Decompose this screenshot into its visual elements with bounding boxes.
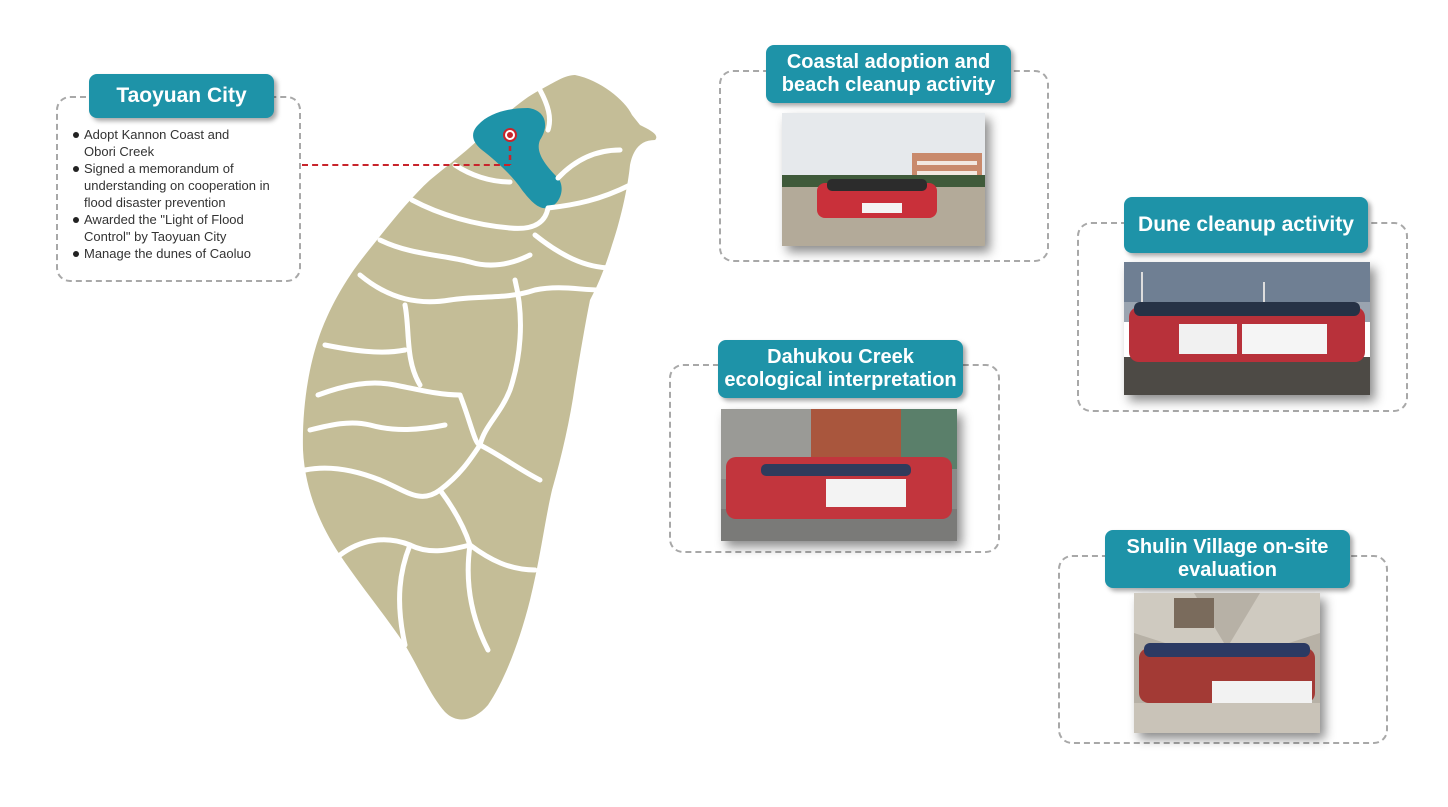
shulin-village-photo [1134, 593, 1320, 733]
taiwan-map [302, 75, 657, 720]
dahukou-creek-title: Dahukou Creek ecological interpretation [718, 340, 963, 398]
taiwan-island [302, 75, 657, 720]
title-line: Coastal adoption and [786, 51, 991, 73]
title-line: Dahukou Creek [767, 346, 914, 368]
connector-horizontal [302, 164, 510, 166]
coastal-cleanup-title: Coastal adoption and beach cleanup activ… [766, 45, 1011, 103]
title-line: evaluation [1178, 559, 1277, 581]
shulin-village-title: Shulin Village on-site evaluation [1105, 530, 1350, 588]
dune-cleanup-photo [1124, 262, 1370, 395]
coastal-cleanup-photo [782, 113, 985, 246]
taoyuan-city-title: Taoyuan City [89, 74, 274, 118]
title-line: ecological interpretation [724, 369, 957, 391]
title-line: Dune cleanup activity [1138, 213, 1354, 236]
taoyuan-region [473, 108, 562, 209]
list-item: Awarded the "Light of Flood Control" by … [72, 211, 274, 245]
taoyuan-activity-list: Adopt Kannon Coast and Obori Creek Signe… [72, 126, 294, 262]
title-line: Shulin Village on-site [1126, 536, 1329, 558]
location-pin-icon [503, 128, 517, 142]
title-line: beach cleanup activity [781, 74, 996, 96]
list-item: Manage the dunes of Caoluo [72, 245, 294, 262]
list-item: Signed a memorandum of understanding on … [72, 160, 284, 211]
taoyuan-city-card [56, 96, 301, 282]
county-borders [302, 87, 633, 653]
dune-cleanup-title: Dune cleanup activity [1124, 197, 1368, 253]
list-item: Adopt Kannon Coast and Obori Creek [72, 126, 259, 160]
dahukou-creek-photo [721, 409, 957, 541]
